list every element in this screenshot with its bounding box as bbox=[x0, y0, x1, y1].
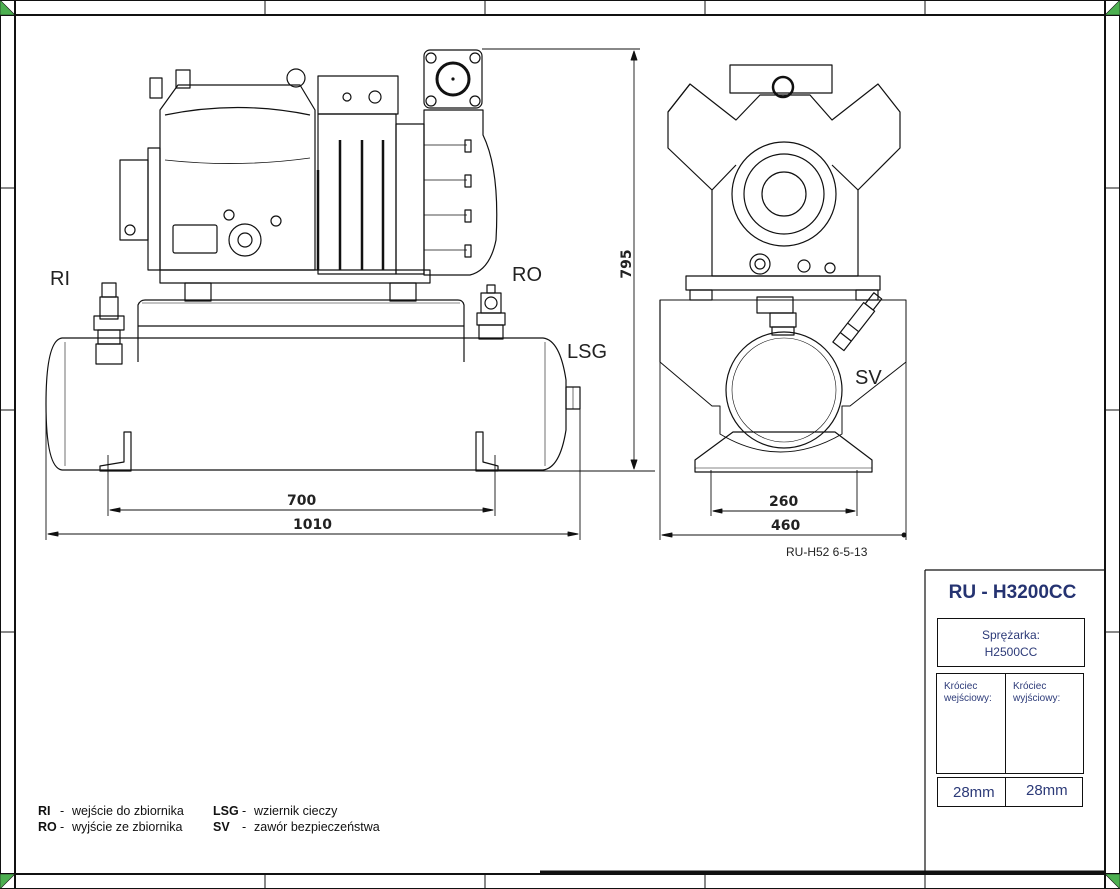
legend-item-lsg: LSG - wziernik cieczy bbox=[213, 804, 337, 818]
receiver-tank-side bbox=[45, 337, 567, 471]
compressor-base bbox=[159, 269, 431, 284]
legend-code: RI bbox=[38, 804, 51, 818]
outlet-size-box: 28mm bbox=[1005, 777, 1083, 807]
legend-sep: - bbox=[60, 804, 65, 818]
legend-desc: wyjście ze zbiornika bbox=[72, 820, 183, 834]
inlet-label-line2: wejściowy: bbox=[944, 693, 992, 704]
legend-item-sv: SV - zawór bezpieczeństwa bbox=[213, 820, 380, 834]
inlet-size: 28mm bbox=[953, 784, 995, 801]
drawing-reference: RU-H52 6-5-13 bbox=[786, 545, 868, 559]
callout-ro: RO bbox=[512, 264, 542, 286]
legend-sep: - bbox=[60, 820, 65, 834]
compressor-body-front bbox=[667, 83, 901, 277]
dimension-height: 795 bbox=[619, 249, 635, 279]
receiver-tank-front bbox=[725, 331, 843, 449]
motor-fins bbox=[316, 140, 385, 270]
corner-marker-tr bbox=[1104, 0, 1120, 16]
bearing-flange bbox=[731, 141, 837, 247]
outlet-label-line1: Króciec bbox=[1013, 681, 1047, 692]
callout-lsg: LSG bbox=[567, 341, 608, 363]
compressor-label: Sprężarka: bbox=[981, 628, 1041, 642]
side-view bbox=[45, 49, 581, 472]
callout-ri: RI bbox=[50, 268, 70, 290]
legend-desc: wziernik cieczy bbox=[254, 804, 338, 818]
end-housing bbox=[423, 109, 498, 276]
outlet-box: Króciec wyjściowy: bbox=[1005, 673, 1084, 774]
front-view bbox=[659, 64, 907, 473]
compressor-box: Sprężarka: H2500CC bbox=[937, 618, 1085, 667]
support-bracket bbox=[137, 299, 465, 362]
inlet-label-line1: Króciec bbox=[944, 681, 978, 692]
outlet-size: 28mm bbox=[1026, 782, 1068, 799]
legend-code: SV bbox=[213, 820, 230, 834]
compressor-base-front bbox=[685, 275, 881, 291]
legend-item-ri: RI - wejście do zbiornika bbox=[38, 804, 184, 818]
legend-sep: - bbox=[242, 804, 247, 818]
legend-code: LSG bbox=[213, 804, 239, 818]
tank-saddle bbox=[659, 299, 907, 453]
outlet-label-line2: wyjściowy: bbox=[1013, 693, 1061, 704]
ro-valve bbox=[476, 284, 506, 340]
legend-code: RO bbox=[38, 820, 57, 834]
corner-marker-bl bbox=[0, 873, 16, 889]
sv-valve bbox=[832, 292, 883, 352]
callout-sv: SV bbox=[855, 367, 882, 389]
legend-sep: - bbox=[242, 820, 247, 834]
dimension-width: 460 bbox=[771, 518, 801, 534]
legend-item-ro: RO - wyjście ze zbiornika bbox=[38, 820, 182, 834]
compressor-head-side bbox=[159, 84, 316, 271]
terminal-box bbox=[317, 75, 399, 115]
legend-desc: wejście do zbiornika bbox=[72, 804, 184, 818]
inlet-size-box: 28mm bbox=[937, 777, 1006, 807]
dimension-feet-front: 260 bbox=[769, 494, 799, 510]
model-title: RU - H3200CC bbox=[948, 582, 1077, 603]
compressor-model: H2500CC bbox=[984, 645, 1038, 659]
top-nut bbox=[771, 75, 795, 99]
dimension-length: 1010 bbox=[293, 517, 332, 533]
legend-desc: zawór bezpieczeństwa bbox=[254, 820, 380, 834]
corner-marker-br bbox=[1104, 873, 1120, 889]
dimension-lines bbox=[45, 48, 907, 540]
tank-foot-left bbox=[99, 431, 132, 472]
discharge-flange bbox=[423, 49, 483, 109]
oil-pump bbox=[147, 147, 161, 271]
inlet-box: Króciec wejściowy: bbox=[936, 673, 1006, 774]
ri-valve bbox=[93, 282, 125, 365]
dimension-feet-side: 700 bbox=[287, 493, 317, 509]
title-block-frame bbox=[924, 569, 1105, 874]
tank-foot-right bbox=[475, 431, 499, 472]
corner-marker-tl bbox=[0, 0, 16, 16]
